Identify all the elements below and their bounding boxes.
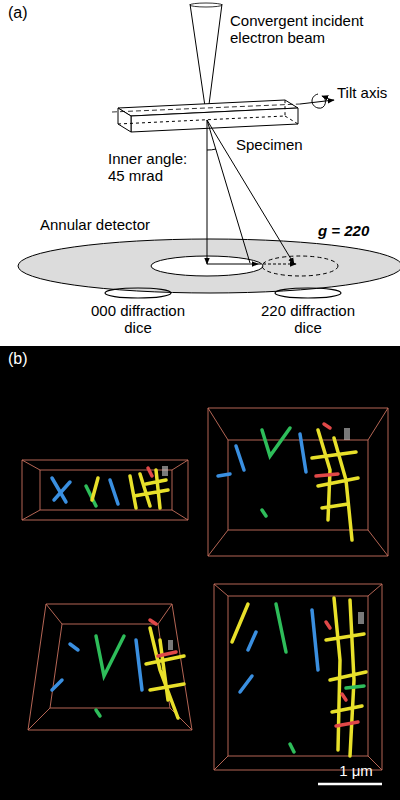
tilt-rotation-arrow <box>312 94 325 108</box>
diffraction-disc-220 <box>275 288 341 298</box>
diffraction-disc-000 <box>105 288 171 298</box>
tilt-axis-arrow <box>300 100 334 104</box>
noise-specks <box>162 428 364 650</box>
specimen-label: Specimen <box>236 136 316 153</box>
specimen-bar <box>112 100 300 132</box>
scale-label: 1 μm <box>326 762 386 779</box>
disc-label: 000 diffraction dice <box>76 302 200 337</box>
panel-b-ground <box>0 346 400 800</box>
diffraction-disc-outline <box>262 256 338 276</box>
beam-cone-top <box>190 3 222 7</box>
panel-label: (a) <box>8 4 48 22</box>
annular-detector <box>18 239 400 293</box>
tomogram-boxes <box>22 408 388 770</box>
panel-label: (b) <box>8 350 48 368</box>
detector-label: Annular detector <box>40 216 180 233</box>
angle-label: Inner angle: 45 mrad <box>108 150 200 185</box>
beam-cone <box>190 4 222 120</box>
beam-label: Convergent incident electron beam <box>230 12 380 47</box>
vector-label: g = 220 <box>318 222 394 239</box>
scale-bar <box>318 783 382 786</box>
axis-label: Tilt axis <box>337 84 397 101</box>
disc-label: 220 diffraction dice <box>246 302 370 337</box>
dislocation-lines <box>52 424 366 756</box>
